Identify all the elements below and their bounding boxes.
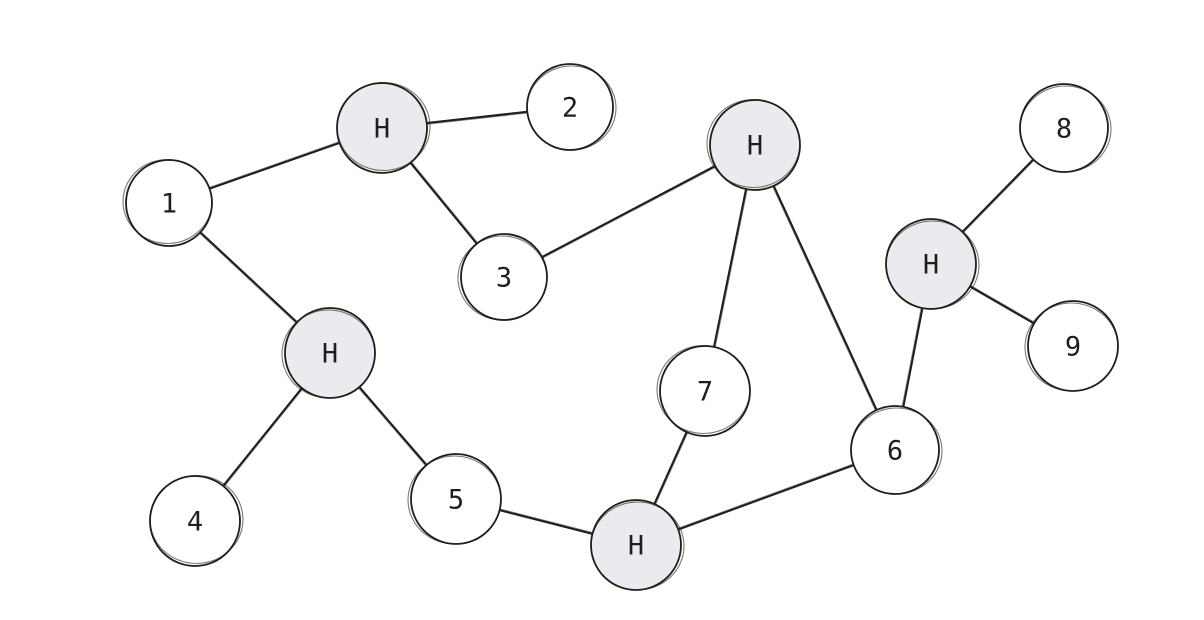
edge-n6-hE	[901, 307, 924, 408]
edge-n1-hB	[199, 231, 299, 324]
edge-hA-n3	[409, 161, 479, 245]
node-7: 7	[656, 344, 751, 437]
node-4: 4	[149, 474, 244, 567]
node-label: 1	[161, 189, 177, 220]
node-8: 8	[1019, 83, 1112, 173]
node-label: 5	[448, 485, 464, 516]
node-label: 3	[496, 263, 512, 294]
hub-node-hC: H	[590, 499, 685, 591]
node-label: 8	[1056, 114, 1072, 145]
node-label: 6	[887, 436, 903, 467]
hub-node-hE: H	[885, 218, 980, 310]
node-1: 1	[122, 158, 213, 247]
node-9: 9	[1024, 300, 1119, 392]
node-label: H	[322, 339, 338, 370]
edge-hB-n4	[222, 387, 304, 488]
hub-node-hB: H	[281, 307, 376, 399]
edges-layer	[199, 110, 1036, 535]
node-label: 4	[187, 507, 203, 538]
edge-hD-n7	[712, 188, 748, 348]
edge-n1-hA	[208, 141, 341, 190]
node-2: 2	[526, 63, 617, 151]
node-label: 9	[1065, 332, 1081, 363]
node-6: 6	[850, 405, 943, 495]
edge-hE-n9	[968, 284, 1036, 325]
hub-node-hA: H	[336, 81, 431, 174]
node-label: H	[747, 131, 763, 162]
node-5: 5	[407, 453, 502, 545]
edge-hC-n7	[653, 431, 689, 505]
edge-hA-n2	[425, 110, 529, 125]
node-label: H	[923, 250, 939, 281]
edge-hD-n6	[772, 184, 878, 412]
node-label: 2	[562, 93, 578, 124]
node-label: 7	[697, 377, 713, 408]
node-label: H	[374, 114, 390, 145]
edge-hE-n8	[961, 158, 1035, 234]
edge-n5-hC	[498, 508, 594, 535]
hub-node-hD: H	[706, 98, 801, 191]
edge-hC-n6	[677, 463, 855, 531]
edge-hB-n5	[357, 386, 428, 467]
edge-n3-hD	[541, 164, 717, 259]
node-3: 3	[457, 233, 548, 321]
node-label: H	[628, 531, 644, 562]
